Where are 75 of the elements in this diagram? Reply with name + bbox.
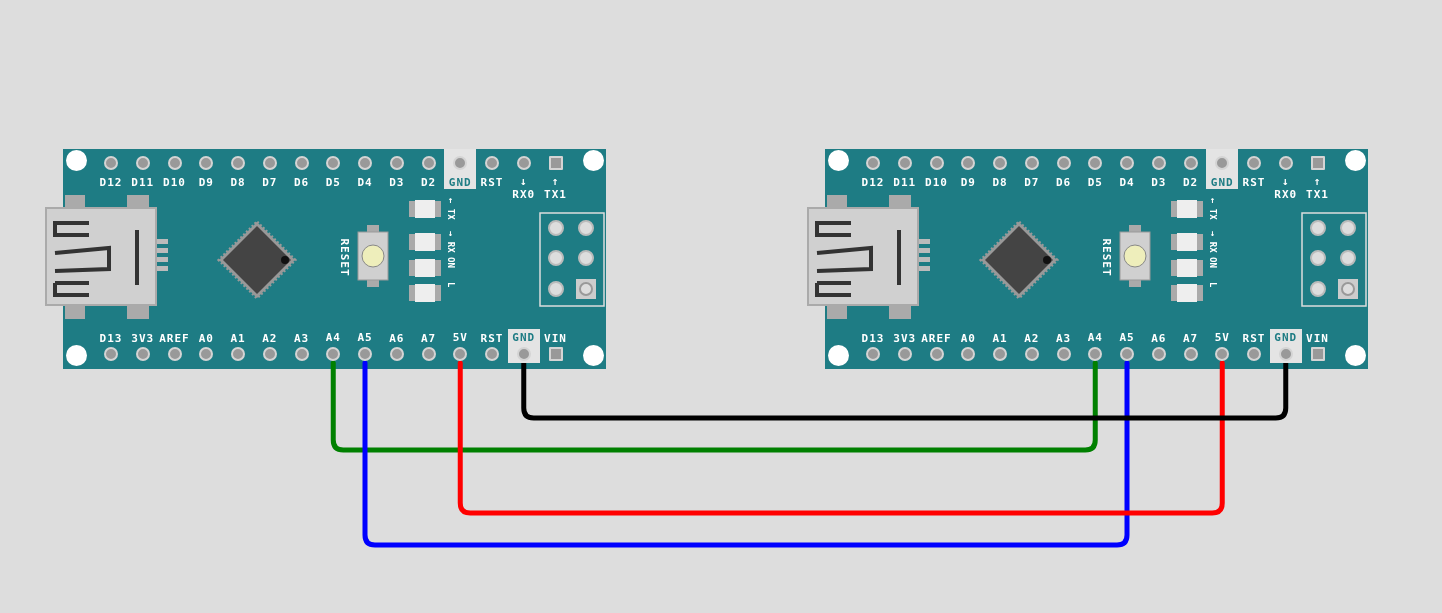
pin-label: ↑ TX1 [1305,175,1330,201]
pin-label: A1 [229,332,247,345]
pin-label: A7 [1181,332,1200,345]
pin-label: A0 [959,332,977,345]
pin-label: GND [1273,331,1299,344]
pin-label: A3 [1054,332,1073,345]
pin-label: D8 [229,176,247,189]
pin-label: D3 [1150,176,1168,189]
led-label: → RX [1207,231,1218,253]
led-label: ← TX [1207,198,1218,220]
pin-label: 3V3 [130,332,156,345]
pin-label: A4 [324,331,342,344]
pin-label: RST [479,332,505,345]
pin-label: D3 [388,176,406,189]
pin-label: D9 [197,176,215,189]
pin-label: D11 [892,176,918,189]
pin-label: D7 [261,176,279,189]
pin-label: A6 [388,332,406,345]
pin-label: D2 [1181,176,1200,189]
header-pin [507,329,540,363]
wire [362,360,1130,548]
pin-label: D4 [356,176,374,189]
pin-label: D12 [98,176,124,189]
pin-label: D10 [162,176,187,189]
pin-label: RST [1241,176,1267,189]
pin-label: D10 [924,176,949,189]
pin-label: D9 [959,176,977,189]
pin-label: D8 [991,176,1009,189]
pin-label: D4 [1118,176,1136,189]
pin-label: A5 [356,331,374,344]
pin-label: GND [511,331,537,344]
pin-label: D11 [130,176,156,189]
pin-label: D7 [1023,176,1041,189]
led-label: L [1207,282,1218,288]
pin-label: GND [444,176,477,189]
led-label: ← TX [445,198,456,220]
pin-label: D5 [1086,176,1104,189]
pin-label: D13 [98,332,124,345]
pin-label: ↑ TX1 [543,175,568,201]
pin-label: A4 [1086,331,1104,344]
pin-label: A2 [1023,332,1041,345]
button-label: RESET [1099,238,1113,277]
pin-label: D6 [292,176,311,189]
pin-label: RST [479,176,505,189]
pin-label: A2 [261,332,279,345]
pin-label: A0 [197,332,215,345]
wire [330,360,1098,453]
header-pin [1269,329,1302,363]
led-label: → RX [445,231,456,253]
pin-label: 3V3 [892,332,918,345]
pin-label: A3 [292,332,311,345]
pin-label: ↓ RX0 [1273,175,1299,201]
pin-label: A6 [1150,332,1168,345]
led-label: ON [445,257,456,268]
pin-label: 5V [1213,331,1231,344]
pin-label: D6 [1054,176,1073,189]
pin-label: D5 [324,176,342,189]
pin-label: D2 [419,176,438,189]
pin-label: A5 [1118,331,1136,344]
pin-label: ↓ RX0 [511,175,537,201]
pin-label: 5V [451,331,469,344]
pin-label: D13 [860,332,886,345]
pin-label: GND [1206,176,1239,189]
pin-label: A1 [991,332,1009,345]
pin-label: A7 [419,332,438,345]
button-label: RESET [337,238,351,277]
pin-label: VIN [1305,332,1330,345]
led-label: ON [1207,257,1218,268]
led-label: L [445,282,456,288]
pin-label: VIN [543,332,568,345]
pin-label: AREF [158,332,191,345]
pin-label: RST [1241,332,1267,345]
pin-label: AREF [920,332,953,345]
wire [457,360,1225,516]
pin-label: D12 [860,176,886,189]
